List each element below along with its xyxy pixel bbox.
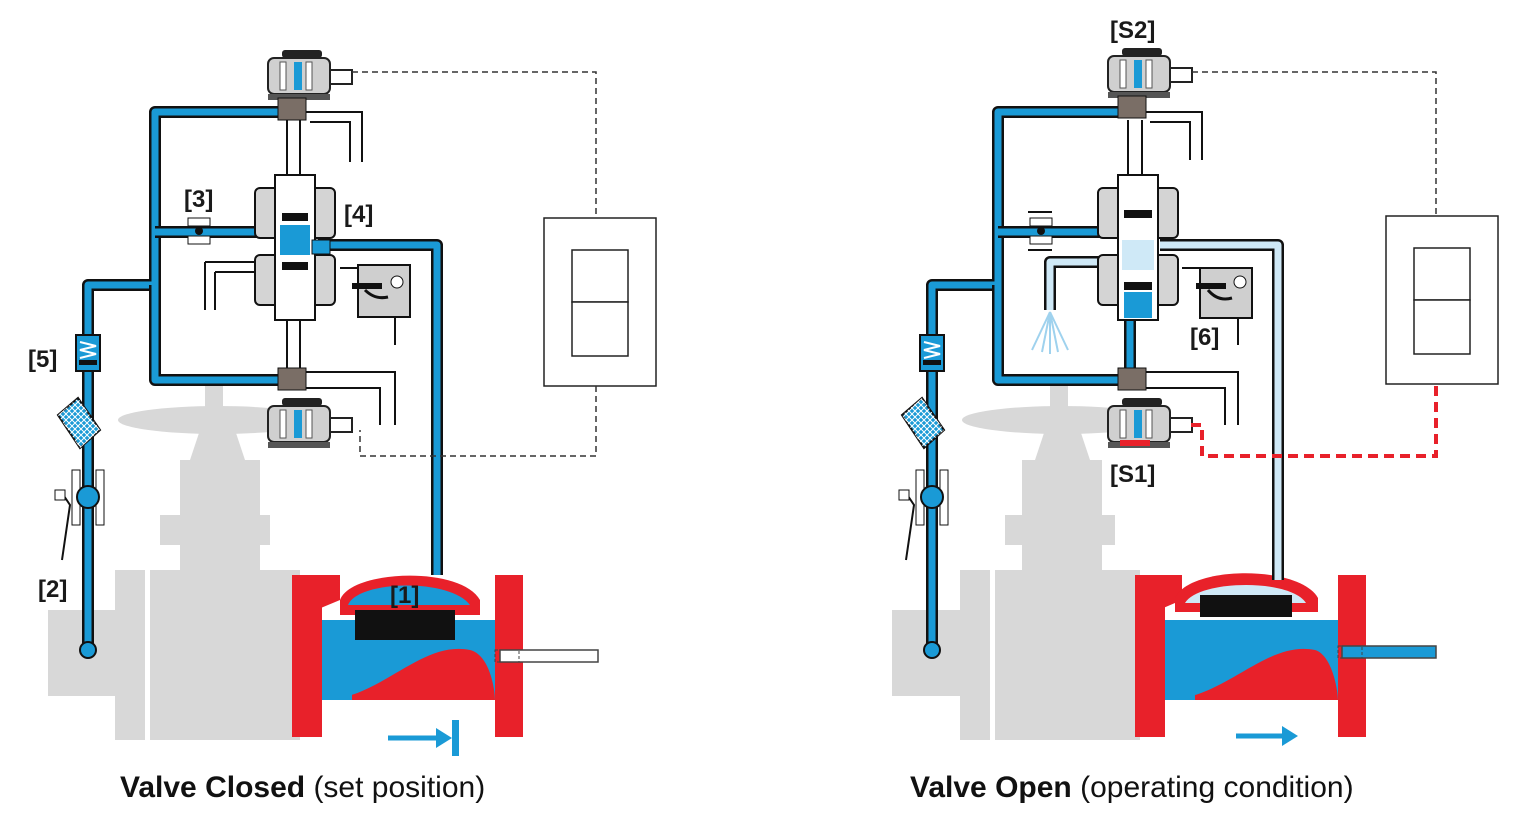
spray-icon [1031,311,1069,354]
check-valve [75,334,101,372]
manual-override-open [1196,267,1253,319]
main-valve-open [1135,573,1366,737]
pilot-block-open [1097,174,1179,321]
manual-override [352,264,411,318]
left-caption: Valve Closed (set position) [120,771,485,804]
needle-valve-open [1029,217,1053,245]
solenoid-icon [1107,47,1193,99]
solenoid-icon [267,49,353,101]
strainer [56,396,102,450]
controller-icon [1385,215,1499,385]
manual-override-label: [6] [1190,324,1219,351]
left-panel: [1] [28,49,657,804]
pilot-tubing [82,106,443,650]
pilot-block [254,174,336,321]
pilot-block-label: [4] [344,201,373,228]
ball-valve [54,469,105,561]
right-panel: [S2] [S1] [6] [892,17,1499,804]
solenoid-icon [267,397,353,449]
check-valve-open [919,334,945,372]
needle-valve-label: [3] [184,186,213,213]
ball-valve-label: [2] [38,576,67,603]
solenoid-top-label: [S2] [1110,17,1155,44]
arrow-right-stop-icon [388,720,459,756]
controller-icon [543,217,657,387]
solenoid-bottom-label: [S1] [1110,461,1155,488]
check-valve-label: [5] [28,346,57,373]
needle-valve [187,217,211,245]
arrow-right-icon [1236,726,1298,746]
strainer-open [900,396,946,450]
ball-valve-open [898,469,949,561]
main-valve-label: [1] [390,582,419,609]
right-caption: Valve Open (operating condition) [910,771,1354,804]
